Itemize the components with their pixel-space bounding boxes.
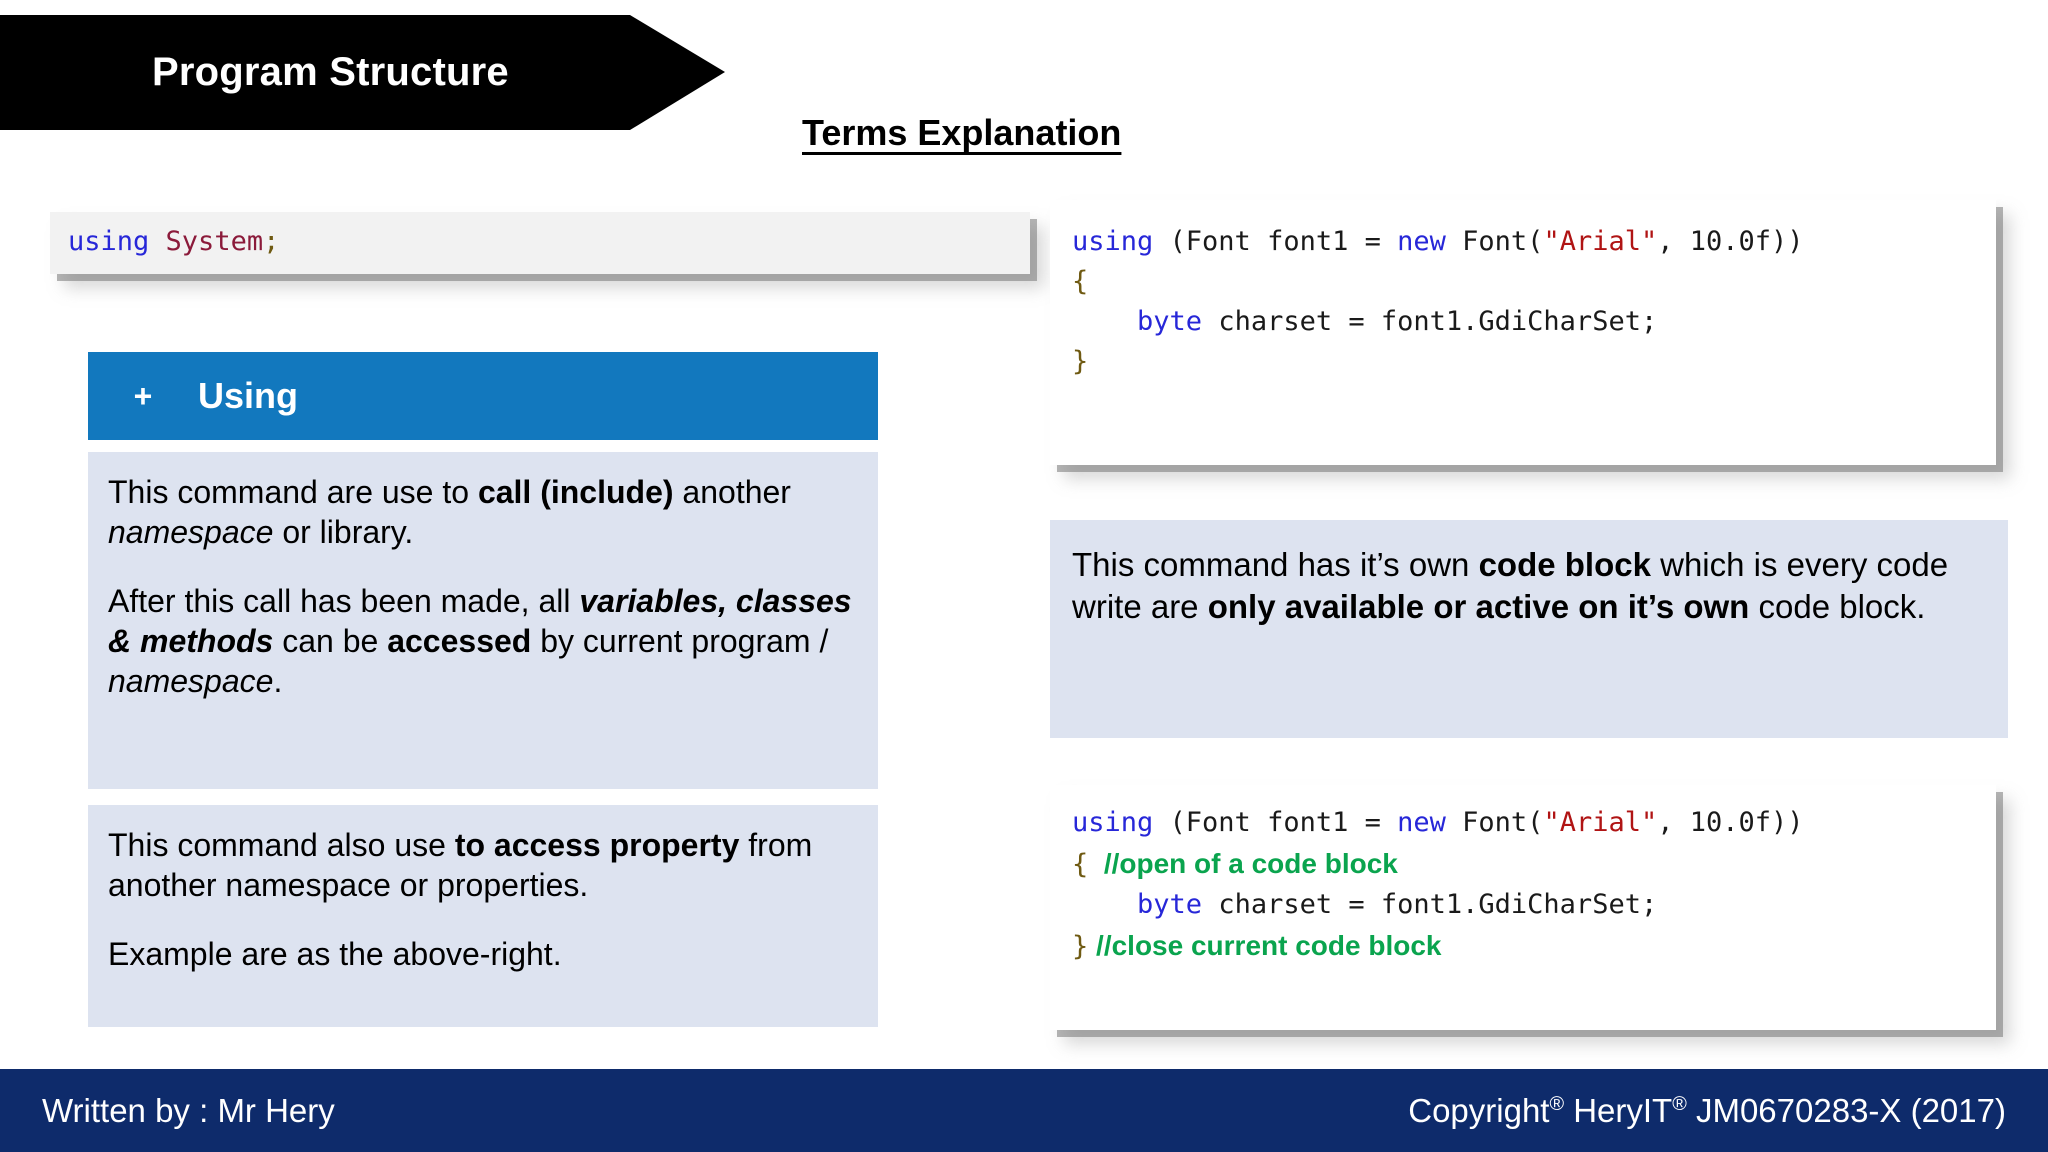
text-run-bold: code block bbox=[1478, 546, 1651, 583]
text-run: This command has it’s own bbox=[1072, 546, 1479, 583]
code-brace-close: } bbox=[1072, 930, 1089, 962]
code-keyword-new: new bbox=[1397, 807, 1446, 838]
text-run: Example are as the above-right. bbox=[108, 935, 562, 972]
text-run-bold: call (include) bbox=[477, 474, 674, 510]
section-header-label: Using bbox=[198, 375, 299, 416]
paragraph-using-scope: After this call has been made, all varia… bbox=[108, 581, 852, 702]
code-brace-close: } bbox=[1072, 345, 1089, 377]
text-run-italic: namespace bbox=[108, 663, 274, 700]
paragraph-using-definition: This command are use to call (include) a… bbox=[108, 472, 852, 553]
page-title: Terms Explanation bbox=[802, 112, 1122, 153]
description-panel-code-block: This command has it’s own code block whi… bbox=[1050, 520, 2008, 738]
code-text: Font( bbox=[1445, 226, 1544, 257]
code-text: , 10.0f)) bbox=[1657, 226, 1804, 257]
code-block-using-statement: using (Font font1 = new Font("Arial", 10… bbox=[1050, 200, 1996, 465]
text-run: can be bbox=[273, 622, 388, 659]
code-text: Font( bbox=[1445, 807, 1544, 838]
code-string-arial: "Arial" bbox=[1543, 226, 1658, 257]
code-type-system: System bbox=[165, 226, 264, 257]
code-string-arial: "Arial" bbox=[1543, 807, 1658, 838]
text-run: code block. bbox=[1749, 588, 1926, 626]
text-run: HeryIT bbox=[1564, 1091, 1673, 1129]
banner-title: Program Structure bbox=[152, 50, 509, 94]
slide-footer: Written by : Mr Hery Copyright® HeryIT® … bbox=[0, 1069, 2048, 1152]
code-space bbox=[149, 226, 165, 257]
code-indent bbox=[1072, 306, 1137, 337]
code-keyword-byte: byte bbox=[1137, 305, 1203, 337]
code-semicolon: ; bbox=[263, 226, 280, 257]
code-keyword-new: new bbox=[1397, 226, 1446, 257]
code-text: charset = font1.GdiCharSet; bbox=[1202, 305, 1658, 337]
text-run: Copyright bbox=[1408, 1091, 1550, 1129]
code-text: (Font font1 = bbox=[1153, 226, 1398, 257]
code-keyword-byte: byte bbox=[1137, 888, 1203, 920]
text-run: which is every code write are bbox=[1072, 546, 1949, 626]
code-text: charset = font1.GdiCharSet; bbox=[1202, 888, 1658, 920]
code-comment-open-block: //open of a code block bbox=[1088, 847, 1398, 879]
text-run: After this call has been made, all bbox=[108, 582, 580, 619]
text-run: by current program / bbox=[531, 622, 829, 659]
text-run: This command also use bbox=[108, 827, 455, 863]
text-run-bold-italic: variables, classes & methods bbox=[108, 582, 852, 659]
paragraph-code-block-scope: This command has it’s own code block whi… bbox=[1072, 544, 1984, 628]
header-banner: Program Structure bbox=[0, 15, 725, 130]
text-run-bold: only available or active on it’s own bbox=[1207, 588, 1750, 626]
registered-icon: ® bbox=[1672, 1092, 1687, 1115]
text-run: JM0670283-X (2017) bbox=[1686, 1091, 2006, 1129]
text-run: another bbox=[673, 474, 791, 510]
text-run: . bbox=[273, 663, 283, 700]
text-run: from another namespace or properties. bbox=[108, 827, 813, 904]
code-comment-close-block: //close current code block bbox=[1088, 929, 1442, 961]
section-header-using[interactable]: + Using bbox=[88, 352, 878, 440]
text-run: or library. bbox=[273, 514, 414, 551]
registered-icon: ® bbox=[1549, 1092, 1565, 1115]
code-brace-open: { bbox=[1072, 265, 1089, 297]
text-run-bold: accessed bbox=[387, 622, 532, 659]
text-run-bold: to access property bbox=[454, 827, 740, 863]
code-text: (Font font1 = bbox=[1153, 807, 1398, 838]
code-block-using-system: using System; bbox=[50, 212, 1030, 274]
code-keyword-using: using bbox=[1072, 226, 1154, 257]
code-keyword-using: using bbox=[1072, 807, 1154, 838]
description-panel-property-access: This command also use to access property… bbox=[88, 805, 878, 1027]
paragraph-example-note: Example are as the above-right. bbox=[108, 934, 852, 974]
code-text: , 10.0f)) bbox=[1657, 807, 1804, 838]
code-indent bbox=[1072, 889, 1137, 920]
plus-icon[interactable]: + bbox=[133, 377, 153, 414]
footer-author: Written by : Mr Hery bbox=[42, 1091, 335, 1129]
footer-copyright: Copyright® HeryIT® JM0670283-X (2017) bbox=[1408, 1092, 2006, 1130]
description-panel-using: This command are use to call (include) a… bbox=[88, 452, 878, 789]
code-brace-open: { bbox=[1072, 848, 1089, 880]
text-run: This command are use to bbox=[108, 474, 478, 510]
text-run-italic: namespace bbox=[108, 514, 274, 551]
paragraph-property-access: This command also use to access property… bbox=[108, 825, 852, 906]
code-block-using-commented: using (Font font1 = new Font("Arial", 10… bbox=[1050, 785, 1996, 1030]
code-keyword-using: using bbox=[68, 226, 150, 257]
